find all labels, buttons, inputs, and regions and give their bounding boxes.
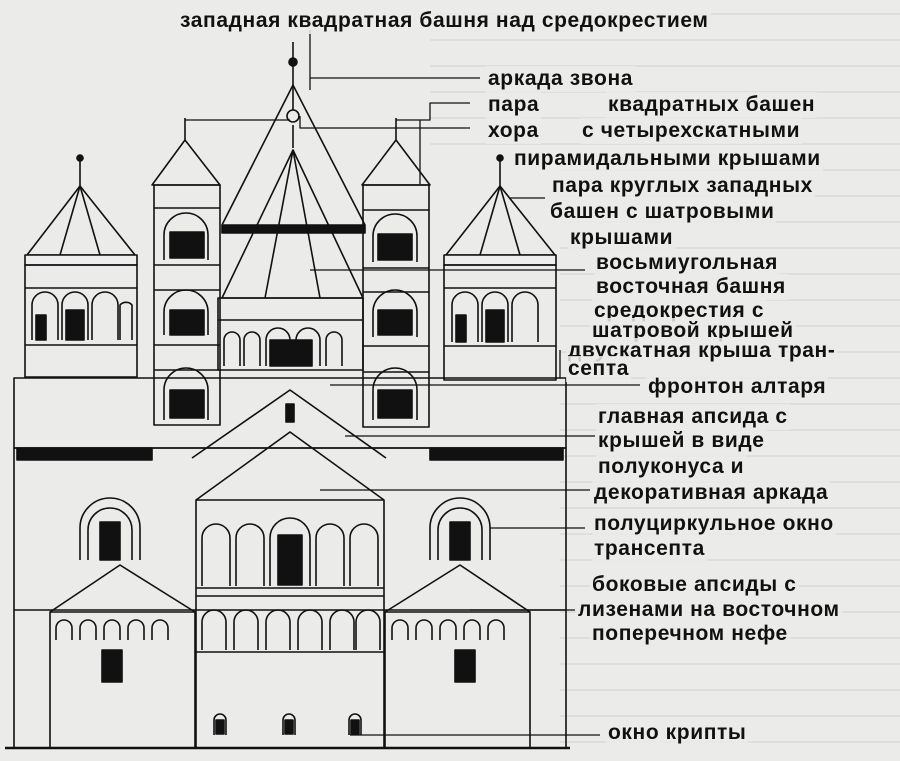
label-round-towers-1: пара круглых западных xyxy=(550,173,815,199)
label-choir: хора xyxy=(486,118,541,144)
label-side-apses-1: боковые апсиды с xyxy=(590,572,799,598)
label-main-apse-1: главная апсида с xyxy=(596,404,790,430)
label-side-apses-3: поперечном нефе xyxy=(590,621,790,647)
label-main-apse-3: полуконуса и xyxy=(596,454,747,480)
round-tower-right xyxy=(443,154,557,381)
label-pair-prefix: пара xyxy=(486,92,542,118)
label-transept-roof-2: септа xyxy=(566,356,632,382)
side-apse-left xyxy=(49,564,196,749)
label-altar-gable: фронтон алтаря xyxy=(646,374,829,400)
label-side-apses-2: лизенами на восточном xyxy=(576,597,842,623)
square-tower-right xyxy=(361,118,431,428)
side-apse-right xyxy=(384,564,531,749)
label-transept-window-1: полуциркульное окно xyxy=(592,511,836,537)
label-octagonal-2: восточная башня xyxy=(594,274,788,300)
octagonal-east-tower xyxy=(217,109,364,371)
label-main-apse-2: крышей в виде xyxy=(596,428,767,454)
label-square-towers-2: с четырехскатными xyxy=(580,118,803,144)
square-tower-left xyxy=(151,118,221,426)
label-transept-window-2: трансепта xyxy=(592,536,707,562)
altar-gable xyxy=(191,389,387,459)
transept xyxy=(13,377,567,749)
label-crypt-window: окно крипты xyxy=(606,720,749,746)
label-main-apse-4: декоративная аркада xyxy=(592,480,831,506)
label-bell-arcade: аркада звона xyxy=(486,66,636,92)
west-crossing-tower xyxy=(221,42,366,234)
label-round-towers-2: башен с шатровыми xyxy=(548,199,777,225)
label-square-towers-3: пирамидальными крышами xyxy=(512,146,823,172)
label-octagonal-1: восьмиугольная xyxy=(594,250,780,276)
label-crossing-west-tower: западная квадратная башня над средокрест… xyxy=(178,8,711,34)
label-round-towers-3: крышами xyxy=(568,225,676,251)
leader-lines xyxy=(185,30,640,736)
main-apse xyxy=(195,431,385,749)
label-square-towers-1: квадратных башен xyxy=(606,92,818,118)
round-tower-left xyxy=(24,154,138,378)
